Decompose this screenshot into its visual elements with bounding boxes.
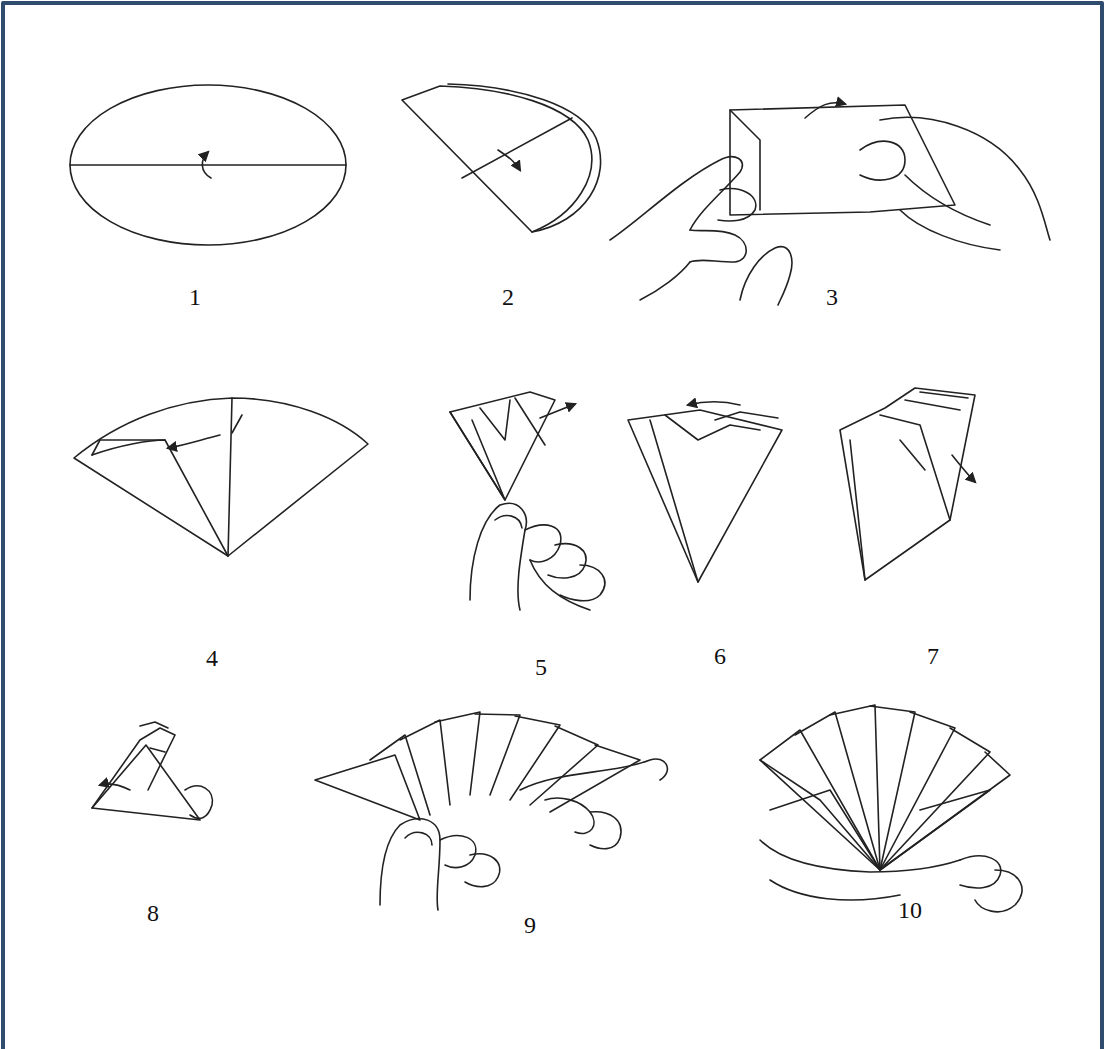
step-number: 4 xyxy=(206,646,218,670)
step-1-figure xyxy=(70,85,346,245)
step-number: 6 xyxy=(714,644,726,668)
step-number: 2 xyxy=(502,285,514,309)
step-number: 5 xyxy=(535,655,547,679)
step-7-figure xyxy=(840,388,975,580)
step-number: 8 xyxy=(147,901,159,925)
step-9-figure xyxy=(315,712,667,910)
step-3-figure xyxy=(610,103,1050,305)
step-number: 10 xyxy=(898,898,922,922)
frame-border xyxy=(3,3,1102,1049)
step-2-figure xyxy=(402,84,601,232)
step-6-figure xyxy=(628,402,782,582)
step-4-figure xyxy=(74,398,368,556)
step-number: 7 xyxy=(927,644,939,668)
step-number: 3 xyxy=(826,285,838,309)
step-5-figure xyxy=(450,392,605,610)
step-number: 1 xyxy=(189,285,201,309)
step-10-figure xyxy=(760,705,1022,912)
step-8-figure xyxy=(92,722,212,820)
step-number: 9 xyxy=(524,913,536,937)
